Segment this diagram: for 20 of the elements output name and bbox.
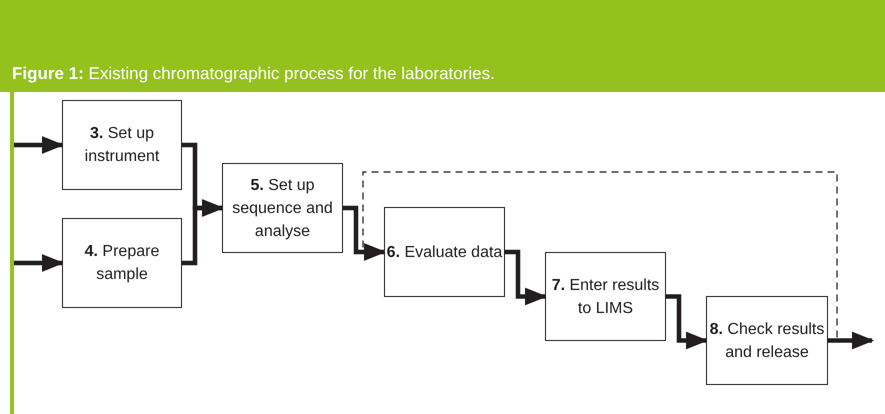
step-label: 4. Prepare sample [84, 242, 160, 285]
figure-title: Figure 1: Existing chromatographic process for the laboratories. [12, 64, 495, 84]
process-box [706, 296, 828, 385]
step-label: 7. Enter results to LIMS [550, 276, 660, 318]
arrow [666, 294, 708, 350]
process-box [62, 100, 182, 190]
step-label: 3. Set up instrument [84, 124, 160, 167]
step-label: 8. Check results and release [708, 320, 826, 362]
process-box [545, 252, 666, 341]
step-label: 6. Evaluate data [386, 242, 502, 262]
arrow [14, 136, 64, 154]
arrow [14, 254, 64, 272]
process-box [222, 163, 343, 253]
arrow [182, 199, 224, 266]
arrow [343, 206, 386, 261]
arrow [828, 332, 874, 350]
arrow [505, 250, 548, 306]
process-box [62, 218, 182, 308]
step-label: 5. Set up sequence and analyse [231, 176, 334, 242]
process-box [384, 207, 505, 297]
